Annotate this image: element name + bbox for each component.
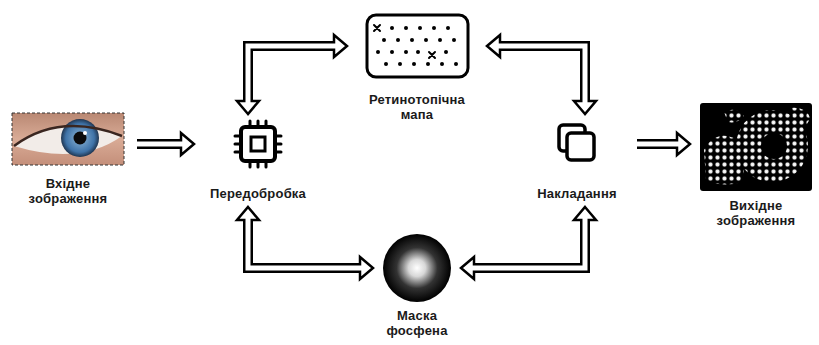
preprocess-node: Передобробка [196,120,320,201]
eye-photo [12,113,124,165]
hollow-arrow [237,35,347,114]
hollow-arrow [237,207,373,279]
node-label: Маска фосфена [375,308,459,338]
phosphene-mask [383,234,451,302]
map-node: Ретинотопічна мапа [357,12,477,122]
output-node: Вихідне зображення [698,100,814,228]
hollow-arrow [487,35,596,114]
node-label: Вихідне зображення [698,198,814,228]
hollow-arrow [137,133,194,155]
input-node: Вхідне зображення [13,110,123,206]
overlay-icon [559,125,594,160]
node-label: Вхідне зображення [13,176,123,206]
node-label: Передобробка [196,186,320,201]
output-image [700,103,812,191]
mask-node: Маска фосфена [375,232,459,338]
chip-icon [235,121,281,167]
node-label: Накладання [521,186,633,201]
overlay-node: Накладання [521,120,633,201]
map-icon [367,15,468,77]
hollow-arrow [461,207,596,279]
photo-frame [12,113,124,165]
node-label: Ретинотопічна мапа [357,92,477,122]
hollow-arrow [637,133,690,155]
